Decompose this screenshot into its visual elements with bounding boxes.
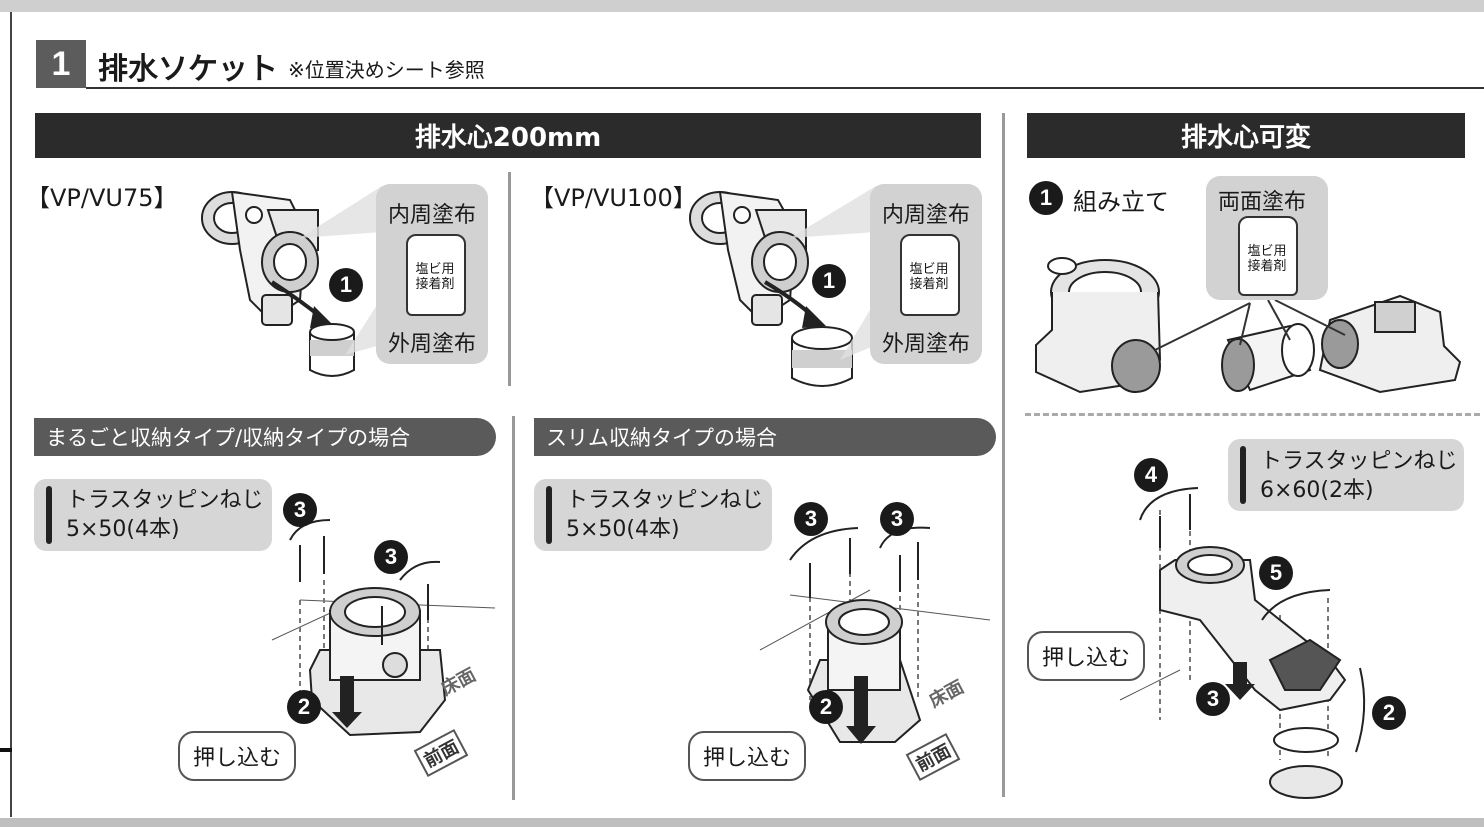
glue-inner-label: 内周塗布 xyxy=(882,203,971,228)
screw-panel-c xyxy=(1228,439,1464,511)
glue-outer-label: 外周塗布 xyxy=(882,332,971,357)
top-divider xyxy=(508,172,511,386)
joint-pipe xyxy=(1221,323,1315,392)
banner-drain-200mm: 排水心200mm xyxy=(35,113,981,158)
step-3-badge: 3 xyxy=(794,502,828,536)
step-3-badge: 3 xyxy=(1196,682,1230,716)
left-border xyxy=(10,12,12,817)
glue-outer-label: 外周塗布 xyxy=(388,332,477,357)
dashed-separator xyxy=(1025,413,1480,416)
install-illustration-slim xyxy=(759,538,991,743)
step-5-badge: 5 xyxy=(1259,556,1293,590)
step-2-badge: 2 xyxy=(287,690,321,724)
pipe-illustration-100 xyxy=(791,326,853,387)
section-note: ※位置決めシート参照 xyxy=(288,58,485,82)
screw-b-name: トラスタッピンねじ xyxy=(566,488,764,513)
glue-can-label: 塩ビ用接着剤 xyxy=(412,262,458,292)
can-label-line1: 塩ビ用 xyxy=(415,262,455,277)
can-label-line2: 接着剤 xyxy=(415,277,455,292)
step-1-badge: 1 xyxy=(329,268,363,302)
screw-b-text: トラスタッピンねじ 5×50(4本) xyxy=(566,486,764,544)
glue-both-label: 両面塗布 xyxy=(1218,190,1307,215)
glue-inner-label: 内周塗布 xyxy=(388,203,477,228)
step-2-badge: 2 xyxy=(1372,696,1406,730)
install-illustration-variable xyxy=(1119,494,1366,799)
can-label-line2: 接着剤 xyxy=(909,277,949,292)
section-underline xyxy=(86,87,1484,89)
screw-a-name: トラスタッピンねじ xyxy=(66,488,264,513)
type-pill-slim: スリム収納タイプの場合 xyxy=(534,418,996,456)
top-edge-strip xyxy=(0,0,1484,12)
can-label-line1: 塩ビ用 xyxy=(909,262,949,277)
screw-b-spec: 5×50(4本) xyxy=(566,517,680,542)
bottom-divider xyxy=(512,416,515,800)
pipe-illustration-75 xyxy=(309,323,355,377)
push-callout: 押し込む xyxy=(178,731,296,781)
main-divider xyxy=(1002,113,1005,797)
screw-icon xyxy=(546,486,552,544)
screw-c-spec: 6×60(2本) xyxy=(1260,478,1374,503)
banner-drain-variable: 排水心可変 xyxy=(1027,113,1465,158)
screw-panel-b xyxy=(534,479,772,551)
glue-can-icon xyxy=(1238,216,1298,296)
corner-mark xyxy=(0,748,12,752)
screw-icon xyxy=(1240,446,1246,504)
glue-can-icon xyxy=(900,234,960,316)
socket-illustration-100 xyxy=(689,190,809,326)
step-3-badge: 3 xyxy=(374,540,408,574)
step-assemble-badge: 1 xyxy=(1029,181,1063,215)
step-3-badge: 3 xyxy=(880,502,914,536)
section-title: 排水ソケット xyxy=(98,52,278,87)
variable-socket-assembly xyxy=(1035,257,1162,394)
screw-a-spec: 5×50(4本) xyxy=(66,517,180,542)
screw-c-text: トラスタッピンねじ 6×60(2本) xyxy=(1260,447,1458,505)
can-label-line2: 接着剤 xyxy=(1247,259,1287,274)
step-4-badge: 4 xyxy=(1134,458,1168,492)
variable-socket-elbow xyxy=(1318,294,1462,394)
socket-illustration-75 xyxy=(201,190,319,326)
glue-can-label: 塩ビ用接着剤 xyxy=(1244,244,1290,274)
pipe-label-vp100: 【VP/VU100】 xyxy=(530,184,697,212)
push-callout: 押し込む xyxy=(688,731,806,781)
step-3-badge: 3 xyxy=(283,493,317,527)
screw-icon xyxy=(46,486,52,544)
screw-panel-a xyxy=(34,479,272,551)
glue-can-label: 塩ビ用接着剤 xyxy=(906,262,952,292)
push-callout: 押し込む xyxy=(1027,631,1145,681)
screw-a-text: トラスタッピンねじ 5×50(4本) xyxy=(66,486,264,544)
screw-c-name: トラスタッピンねじ xyxy=(1260,449,1458,474)
step-2-badge: 2 xyxy=(809,690,843,724)
section-number: 1 xyxy=(36,40,86,88)
glue-can-icon xyxy=(406,234,466,316)
assemble-label: 組み立て xyxy=(1073,188,1169,216)
step-1-badge: 1 xyxy=(812,264,846,298)
type-pill-marugoto: まるごと収納タイプ/収納タイプの場合 xyxy=(34,418,496,456)
bottom-edge-strip xyxy=(0,818,1484,827)
pipe-label-vp75: 【VP/VU75】 xyxy=(26,184,178,212)
can-label-line1: 塩ビ用 xyxy=(1247,244,1287,259)
